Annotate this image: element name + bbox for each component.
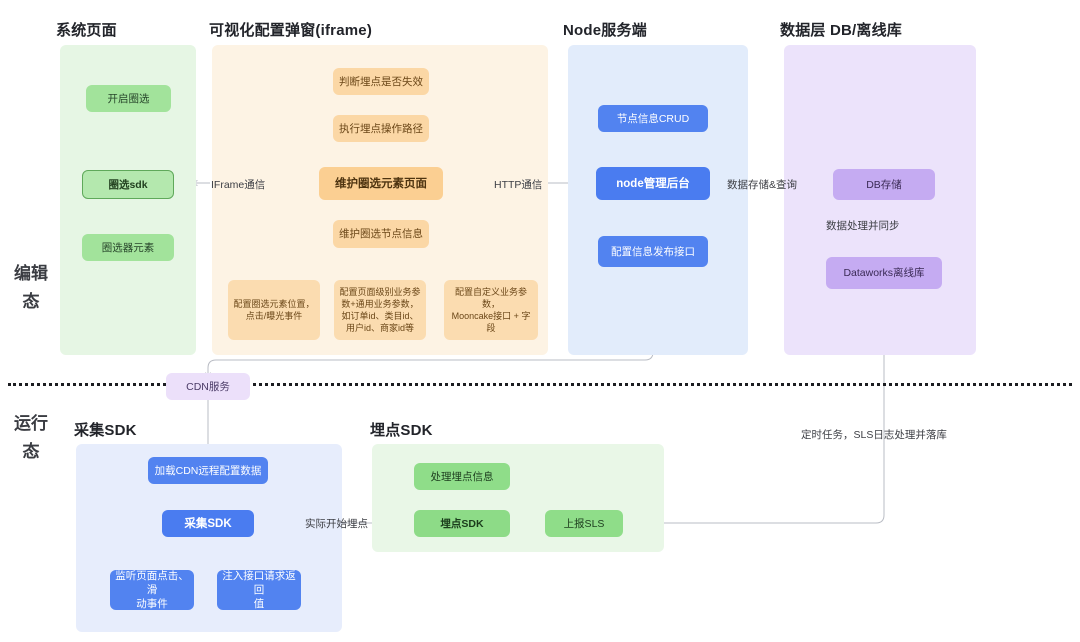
node-process-tracking-info[interactable]: 处理埋点信息 [414,463,510,490]
node-cdn-service[interactable]: CDN服务 [166,373,250,400]
column-title-iframe-panel: 可视化配置弹窗(iframe) [209,22,373,39]
edge-label-http-comm: HTTP通信 [494,179,543,191]
node-listen-page-events[interactable]: 监听页面点击、滑 动事件 [110,570,194,610]
column-title-track-sdk: 埋点SDK [370,422,433,439]
node-selector-element[interactable]: 圈选器元素 [82,234,174,261]
column-title-system-page: 系统页面 [56,22,117,39]
node-maintain-element-page[interactable]: 维护圈选元素页面 [319,167,443,200]
edge-label-start-tracking: 实际开始埋点 [305,518,368,530]
column-title-collect-sdk: 采集SDK [74,422,137,439]
edge-label-db-query: 数据存储&查询 [727,179,798,191]
state-label-edit-text: 编辑态 [14,264,48,311]
node-config-page-params[interactable]: 配置页面级别业务参数+通用业务参数，如订单id、类目id、用户id、商家id等 [334,280,426,340]
node-selection-sdk[interactable]: 圈选sdk [82,170,174,199]
node-report-sls[interactable]: 上报SLS [545,510,623,537]
column-title-data-layer: 数据层 DB/离线库 [780,22,903,39]
node-config-custom-params[interactable]: 配置自定义业务参数， Mooncake接口 + 字段 [444,280,538,340]
state-label-runtime: 运行态 [14,410,48,466]
node-dataworks-offline[interactable]: Dataworks离线库 [826,257,942,289]
state-label-edit: 编辑态 [14,260,48,316]
node-config-element-position[interactable]: 配置圈选元素位置， 点击/曝光事件 [228,280,320,340]
node-load-cdn-config[interactable]: 加载CDN远程配置数据 [148,457,268,484]
node-exec-tracking-path[interactable]: 执行埋点操作路径 [333,115,429,142]
node-config-publish-api[interactable]: 配置信息发布接口 [598,236,708,267]
lane-node-server [568,45,748,355]
column-title-node-server: Node服务端 [563,22,647,39]
node-check-tracking-invalid[interactable]: 判断埋点是否失效 [333,68,429,95]
node-maintain-node-info[interactable]: 维护圈选节点信息 [333,220,429,248]
edit-runtime-divider [8,383,1072,386]
lane-data-layer [784,45,976,355]
node-node-info-crud[interactable]: 节点信息CRUD [598,105,708,132]
node-node-admin[interactable]: node管理后台 [596,167,710,200]
node-track-sdk[interactable]: 埋点SDK [414,510,510,537]
node-collect-sdk[interactable]: 采集SDK [162,510,254,537]
edge-label-data-sync: 数据处理并同步 [826,220,900,232]
edge-label-scheduled-task: 定时任务，SLS日志处理并落库 [801,429,947,441]
node-inject-api-response[interactable]: 注入接口请求返回 值 [217,570,301,610]
node-enable-selection[interactable]: 开启圈选 [86,85,171,112]
node-db-storage[interactable]: DB存储 [833,169,935,200]
edge-label-iframe-comm: IFrame通信 [211,179,266,191]
state-label-runtime-text: 运行态 [14,414,48,461]
